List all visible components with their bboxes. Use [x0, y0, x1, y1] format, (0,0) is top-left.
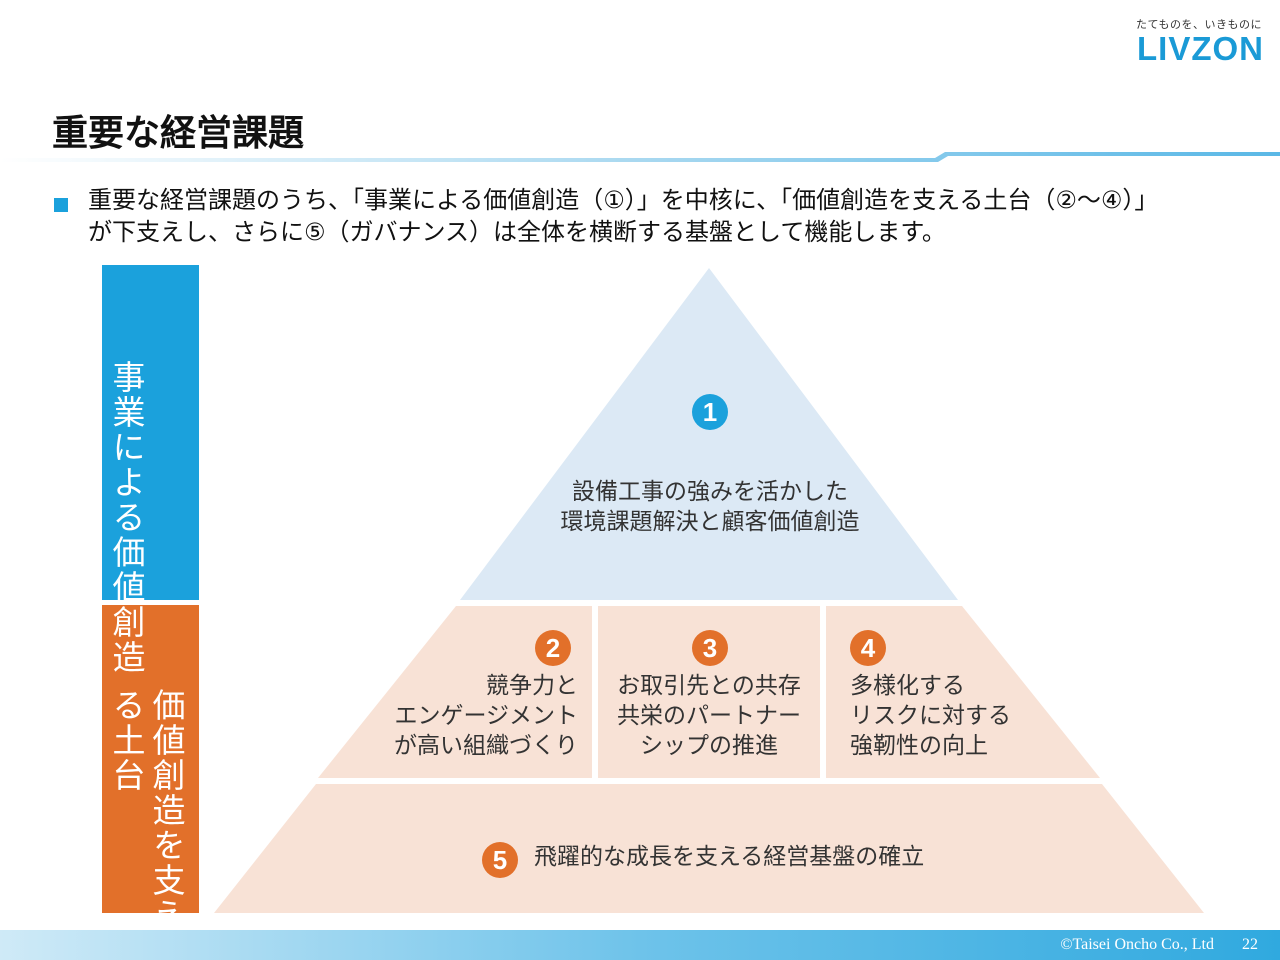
- side-label-value-creation: 事業による価値創造: [107, 360, 146, 675]
- side-label-foundation: 価値創造を支える土台: [107, 688, 186, 933]
- page-number: 22: [1242, 936, 1258, 953]
- side-box-foundation: [102, 605, 199, 913]
- company-logo: LIVZON: [1137, 30, 1264, 67]
- tier2-line1: 競争力と: [486, 673, 578, 699]
- pyramid-middle-tier-4: [826, 606, 1100, 778]
- tagline: たてものを、いきものに: [1136, 18, 1262, 31]
- top-tier-line1: 設備工事の強みを活かした: [572, 479, 848, 505]
- tier4-line1: 多様化する: [850, 673, 965, 699]
- tier3-line2: 共栄のパートナー: [617, 703, 801, 729]
- tier4-line2: リスクに対する: [850, 703, 1011, 729]
- pyramid-base-tier: [214, 784, 1204, 913]
- title-underline: [0, 152, 1280, 162]
- bullet-marker: [54, 198, 68, 212]
- footer-bar: [0, 930, 1280, 960]
- number-badge-5: 5: [482, 842, 518, 878]
- copyright-text: ©Taisei Oncho Co., Ltd: [1060, 936, 1214, 953]
- page-title: 重要な経営課題: [52, 113, 305, 154]
- number-badge-3: 3: [692, 630, 728, 666]
- number-badge-4: 4: [850, 630, 886, 666]
- number-badge-1: 1: [692, 394, 728, 430]
- tier2-line2: エンゲージメント: [394, 703, 578, 729]
- bullet-text: 重要な経営課題のうち、「事業による価値創造（①）」を中核に、「価値創造を支える土…: [88, 186, 1147, 246]
- top-tier-line2: 環境課題解決と顧客価値創造: [560, 509, 860, 535]
- base-tier-text: 飛躍的な成長を支える経営基盤の確立: [534, 844, 925, 870]
- tier3-line3: シップの推進: [640, 733, 778, 759]
- side-box-value-creation: [102, 265, 199, 600]
- number-badge-2: 2: [535, 630, 571, 666]
- pyramid-top-tier: [460, 268, 958, 600]
- footer: ©Taisei Oncho Co., Ltd 22: [1060, 936, 1258, 954]
- tier2-line3: が高い組織づくり: [394, 733, 578, 759]
- pyramid-middle-tier-2: [318, 606, 592, 778]
- tier3-line1: お取引先との共存: [617, 673, 801, 699]
- tier4-line3: 強靭性の向上: [850, 733, 988, 759]
